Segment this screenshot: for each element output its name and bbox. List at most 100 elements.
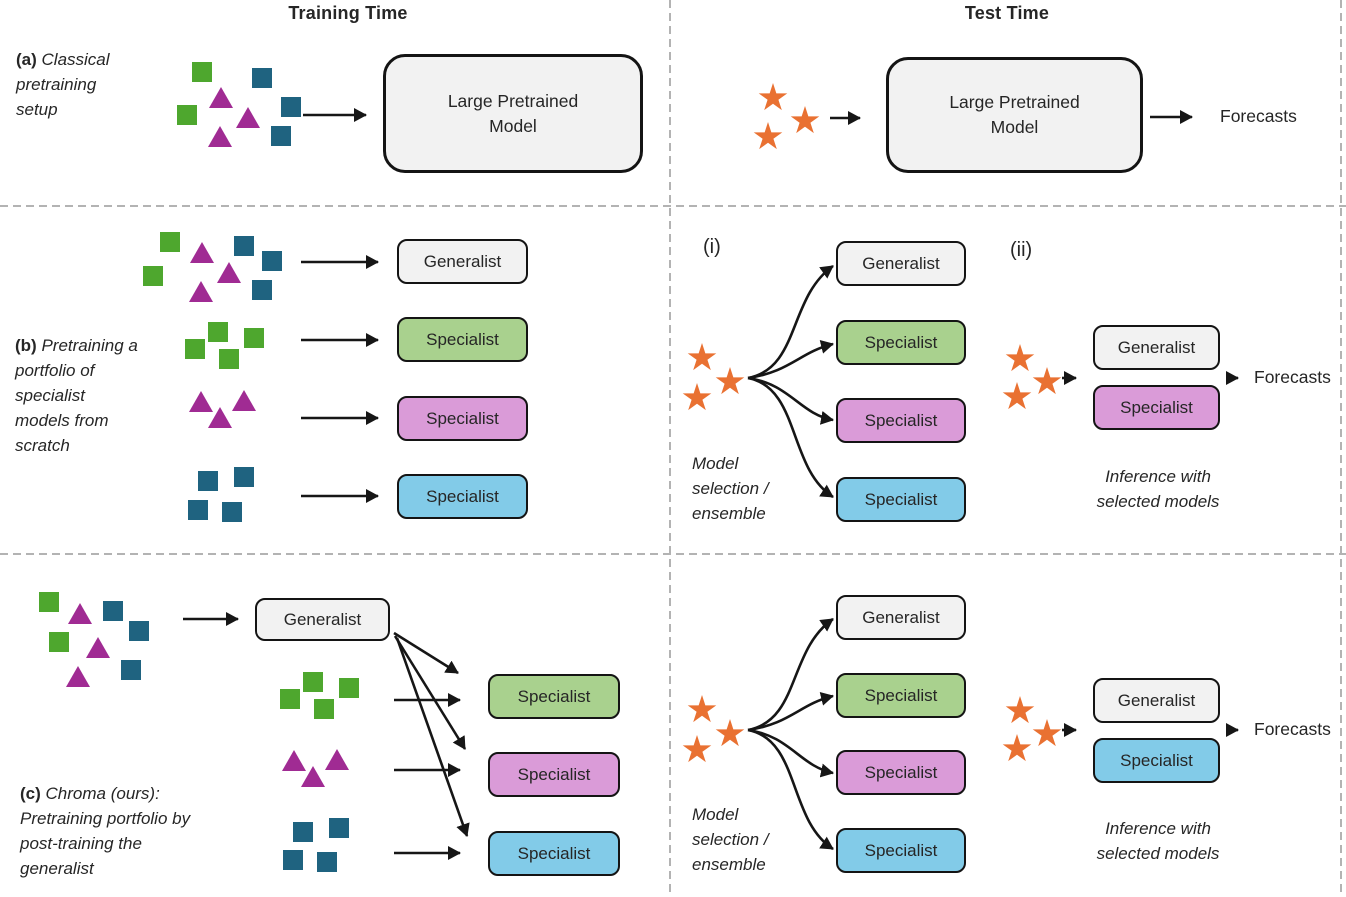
orange-star-icon [1005, 696, 1035, 724]
teal-square-icon [234, 467, 254, 487]
generalist-to-specialist-magenta-arrow [393, 635, 467, 750]
box-label: Specialist [864, 685, 938, 705]
teal-square-icon [262, 251, 282, 271]
fan-arrow-specialist-magenta [747, 376, 834, 425]
box-label: Specialist [426, 329, 499, 349]
fan-arrow-generalist [747, 264, 834, 380]
purple-triangle-icon [232, 390, 256, 411]
large-pretrained-model-box-test: Large Pretrained Model [886, 57, 1143, 173]
specialist-box-magenta: Specialist [397, 396, 528, 441]
purple-triangle-icon [208, 407, 232, 428]
box-label: Generalist [862, 607, 940, 627]
generalist-to-specialist-green-arrow [393, 631, 459, 675]
teal-square-icon [121, 660, 141, 680]
box-label: Specialist [426, 408, 499, 428]
green-square-icon [314, 699, 334, 719]
teal-square-icon [234, 236, 254, 256]
teal-square-icon [252, 280, 272, 300]
green-square-icon [280, 689, 300, 709]
teal-square-icon [293, 822, 313, 842]
orange-star-icon [687, 343, 717, 371]
box-label: Generalist [862, 253, 940, 273]
green-square-icon [303, 672, 323, 692]
row-c-teal-cluster [283, 818, 349, 872]
teal-square-icon [329, 818, 349, 838]
row-c-selection-caption: Model selection / ensemble [692, 805, 769, 874]
fan-arrow-specialist-magenta [747, 728, 834, 778]
purple-triangle-icon [209, 87, 233, 108]
row-a-tag: (a) [16, 50, 37, 69]
box-label: Specialist [864, 332, 938, 352]
box-label: Specialist [517, 764, 591, 784]
row-b-mixed-cluster [143, 232, 282, 302]
box-label: Specialist [1120, 750, 1193, 770]
specialist-box-blue: Specialist [397, 474, 528, 519]
orange-star-icon [790, 106, 820, 134]
fan-arrow-specialist-green [747, 692, 834, 732]
row-b-test-stars-i [682, 343, 745, 411]
box-label: Specialist [864, 489, 938, 509]
row-c-test-stars-i [682, 695, 745, 763]
row-b-forecasts-label: Forecasts [1254, 367, 1331, 387]
row-b-caption-text: Pretraining a portfolio of specialist mo… [15, 336, 138, 455]
row-b-fan-arrows [747, 264, 834, 499]
selected-generalist-box: Generalist [1093, 325, 1220, 370]
box-label: Specialist [517, 686, 591, 706]
row-b-label: (b) Pretraining a portfolio of specialis… [15, 333, 140, 458]
specialist-box-green: Specialist [488, 674, 620, 719]
box-label: Generalist [1117, 337, 1196, 357]
fan-specialist-box-blue: Specialist [836, 828, 966, 873]
row-c-label: (c) Chroma (ours): Pretraining portfolio… [20, 781, 195, 881]
specialist-box-blue: Specialist [488, 831, 620, 876]
orange-star-icon [715, 367, 745, 395]
green-square-icon [219, 349, 239, 369]
row-b-green-cluster [185, 322, 264, 369]
box-label: Specialist [426, 486, 499, 506]
specialist-box-green: Specialist [397, 317, 528, 362]
purple-triangle-icon [301, 766, 325, 787]
row-c-green-cluster [280, 672, 359, 719]
green-square-icon [49, 632, 69, 652]
teal-square-icon [129, 621, 149, 641]
purple-triangle-icon [68, 603, 92, 624]
row-c-tag: (c) [20, 784, 41, 803]
teal-square-icon [283, 850, 303, 870]
fan-arrow-specialist-green [747, 340, 834, 380]
purple-triangle-icon [282, 750, 306, 771]
teal-square-icon [188, 500, 208, 520]
teal-square-icon [271, 126, 291, 146]
orange-star-icon [682, 383, 712, 411]
row-c-posttrain-fan-arrows [393, 631, 470, 837]
orange-star-icon [758, 83, 788, 111]
orange-star-icon [1002, 382, 1032, 410]
purple-triangle-icon [86, 637, 110, 658]
specialist-box-magenta: Specialist [488, 752, 620, 797]
row-b-tag: (b) [15, 336, 37, 355]
box-label: Specialist [864, 762, 938, 782]
purple-triangle-icon [189, 281, 213, 302]
green-square-icon [185, 339, 205, 359]
training-time-header: Training Time [288, 3, 408, 23]
orange-star-icon [1005, 344, 1035, 372]
green-square-icon [143, 266, 163, 286]
generalist-to-specialist-blue-arrow [395, 637, 470, 837]
box-label: Large Pretrained Model [949, 92, 1080, 137]
generalist-box: Generalist [397, 239, 528, 284]
purple-triangle-icon [208, 126, 232, 147]
row-b-selection-caption: Model selection / ensemble [692, 454, 769, 523]
purple-triangle-icon [66, 666, 90, 687]
fan-generalist-box: Generalist [836, 595, 966, 640]
teal-square-icon [198, 471, 218, 491]
row-a-forecasts-label: Forecasts [1220, 106, 1297, 126]
purple-triangle-icon [236, 107, 260, 128]
selected-generalist-box: Generalist [1093, 678, 1220, 723]
fan-arrow-specialist-blue [747, 728, 834, 851]
teal-square-icon [222, 502, 242, 522]
row-b-subfigure-ii-tag: (ii) [1010, 239, 1033, 261]
orange-star-icon [1002, 734, 1032, 762]
green-square-icon [192, 62, 212, 82]
fan-specialist-box-green: Specialist [836, 320, 966, 365]
